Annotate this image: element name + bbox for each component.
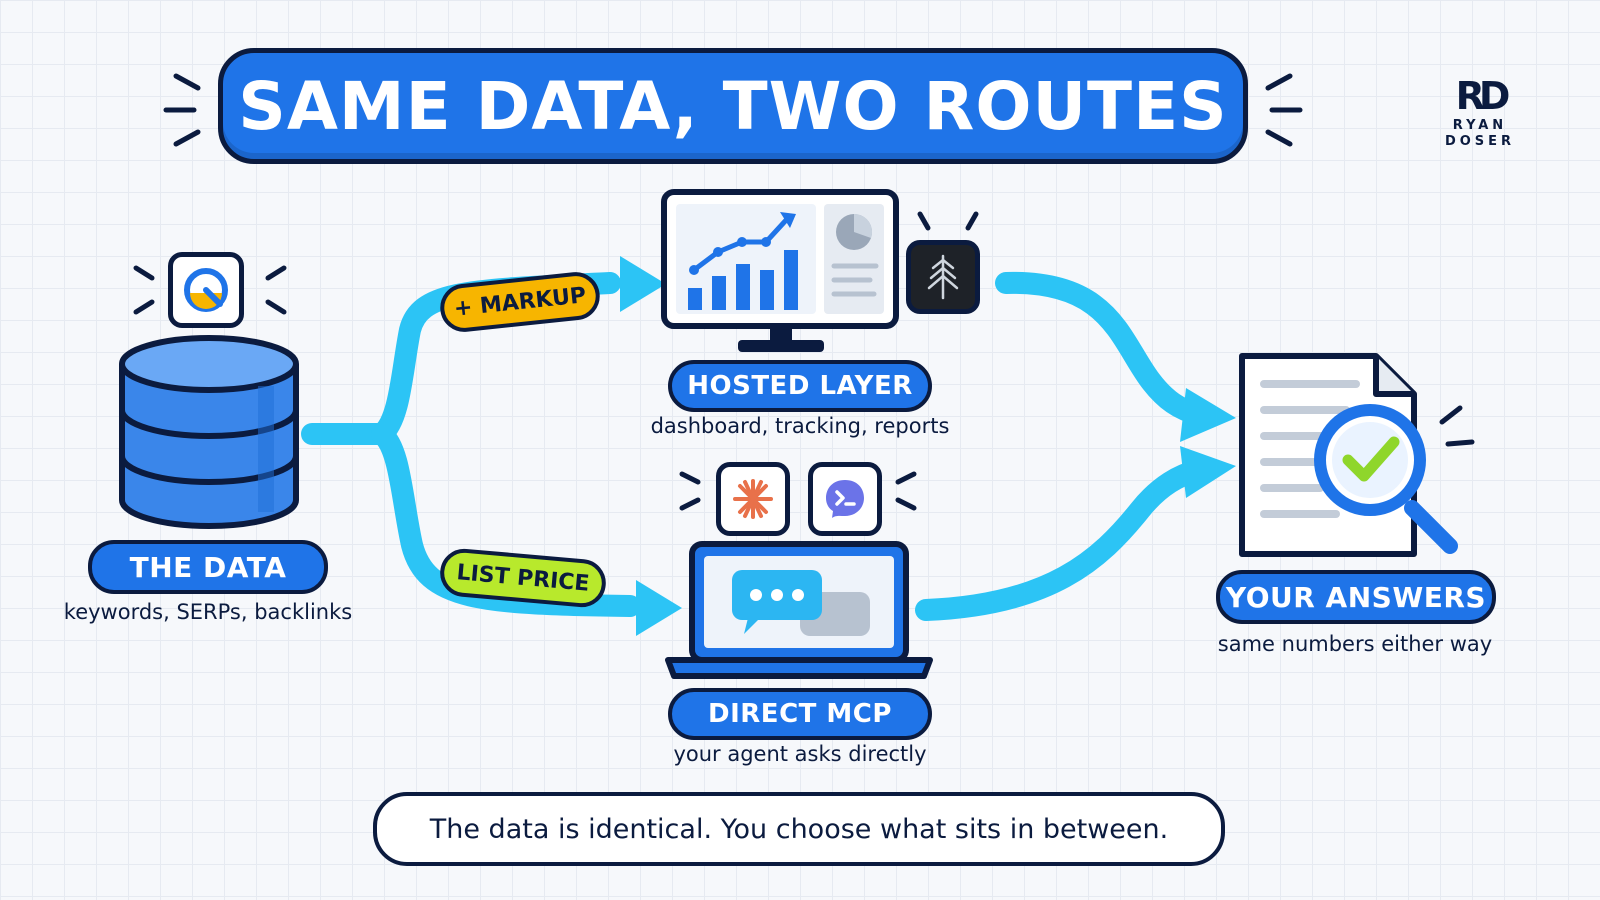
node-hosted-layer: HOSTED LAYER: [668, 360, 932, 412]
dashboard-monitor-icon: [661, 189, 899, 352]
node-title: YOUR ANSWERS: [1225, 580, 1487, 614]
dataforseo-logo-icon: [168, 252, 244, 328]
node-your-answers: YOUR ANSWERS: [1216, 570, 1496, 624]
footer-callout: The data is identical. You choose what s…: [373, 792, 1225, 866]
node-title: HOSTED LAYER: [687, 371, 913, 401]
chat-laptop-icon: [665, 541, 933, 679]
node-direct-mcp: DIRECT MCP: [668, 688, 932, 740]
node-subtitle: your agent asks directly: [673, 742, 927, 766]
footer-text: The data is identical. You choose what s…: [429, 813, 1169, 845]
node-title: THE DATA: [129, 550, 287, 584]
agent-sparks: [679, 471, 917, 511]
connector-hosted-to-answers: [995, 271, 1209, 425]
node-title: DIRECT MCP: [708, 699, 892, 729]
brand-monogram: RD: [1455, 74, 1511, 118]
brand-name-first: RYAN: [1452, 118, 1508, 133]
connector-direct-to-answers: [915, 459, 1209, 621]
database-icon: [119, 335, 299, 529]
title-banner: SAME DATA, TWO ROUTES: [218, 48, 1248, 164]
document-magnifier-check-icon: [1239, 353, 1475, 557]
arrowhead-answers-top: [1180, 388, 1236, 442]
terminal-bubble-icon: [808, 462, 882, 536]
page-title: SAME DATA, TWO ROUTES: [238, 67, 1228, 145]
arrowhead-direct: [636, 580, 682, 636]
node-subtitle: dashboard, tracking, reports: [650, 414, 950, 438]
claude-sparkle-icon: [716, 462, 790, 536]
hosted-brand-sparks: [917, 211, 979, 231]
brand-logo: RD RYAN DOSER: [1435, 74, 1525, 150]
node-the-data: THE DATA: [88, 540, 328, 594]
node-subtitle: keywords, SERPs, backlinks: [63, 600, 353, 624]
data-source-sparks: [133, 265, 287, 315]
node-subtitle: same numbers either way: [1217, 632, 1493, 656]
brand-name-last: DOSER: [1444, 134, 1516, 149]
arrowhead-answers-bottom: [1180, 446, 1236, 498]
connector-data-to-direct: [371, 423, 641, 617]
tree-logo-icon: [906, 240, 980, 314]
arrowhead-hosted: [620, 256, 666, 312]
